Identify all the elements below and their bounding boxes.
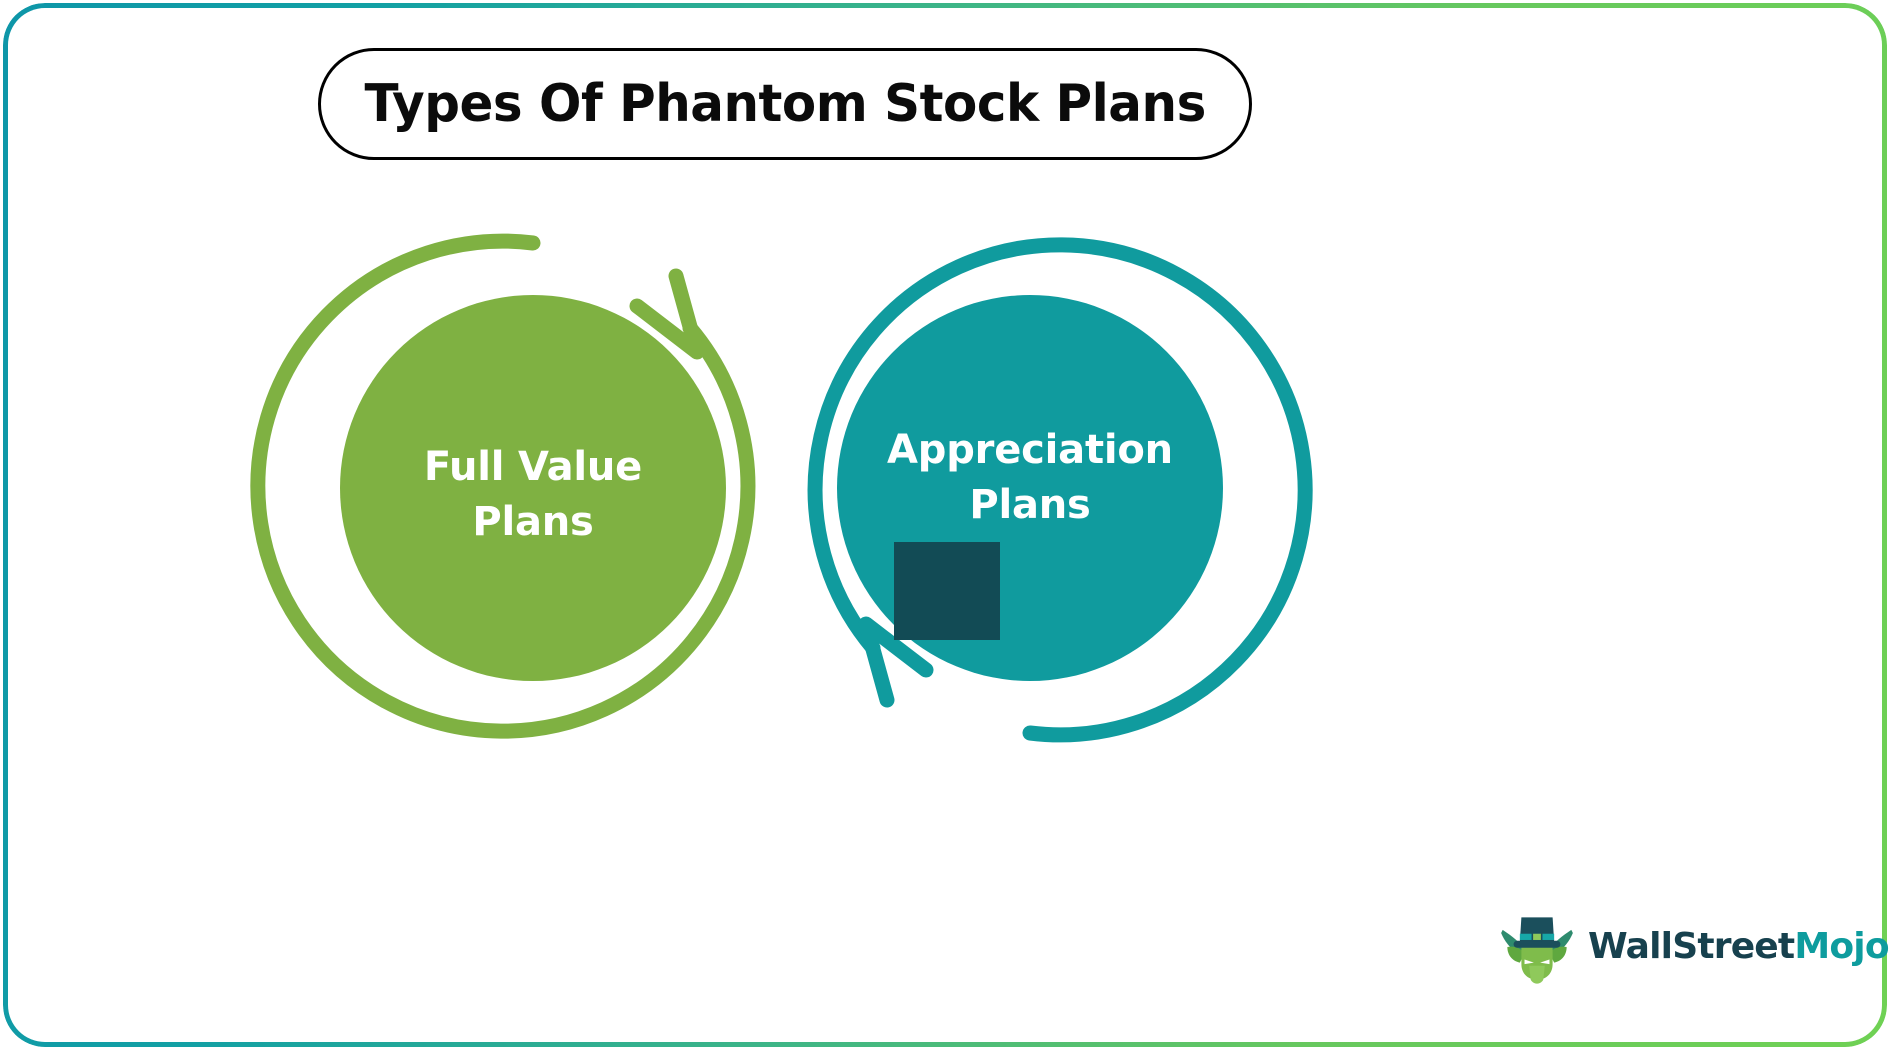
frame-background: [8, 8, 1882, 1042]
title-pill: Types Of Phantom Stock Plans: [318, 48, 1252, 160]
page-title: Types Of Phantom Stock Plans: [364, 74, 1206, 134]
brand-wordmark: WallStreetMojo: [1588, 926, 1890, 967]
wallstreetmojo-bull-icon: [1501, 917, 1573, 984]
brand-word-primary: WallStreet: [1588, 926, 1795, 967]
brand-logo[interactable]: WallStreetMojo: [1498, 908, 1890, 986]
brand-word-accent: Mojo: [1794, 926, 1889, 967]
